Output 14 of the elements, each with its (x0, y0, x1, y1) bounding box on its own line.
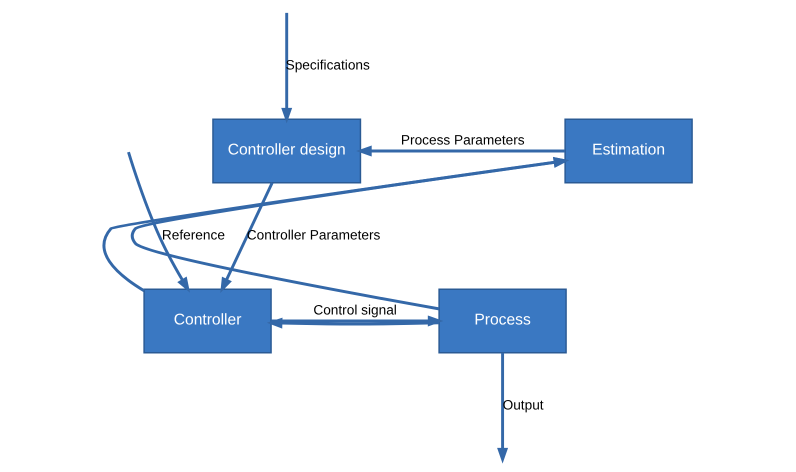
node-box: Controller (143, 288, 272, 354)
edge-label: Controller Parameters (246, 228, 380, 243)
arrow (220, 182, 274, 294)
arrow (127, 152, 190, 293)
edge-label: Process Parameters (400, 132, 525, 148)
node-box: Process (438, 288, 567, 354)
edge-label: Reference (162, 228, 225, 243)
arrow (497, 352, 508, 464)
arrow (266, 318, 440, 329)
arrow (281, 12, 292, 124)
node-box: Controller design (212, 118, 362, 184)
edge-label: Control signal (313, 302, 397, 318)
node-box: Estimation (564, 118, 693, 184)
arrow (356, 146, 566, 156)
